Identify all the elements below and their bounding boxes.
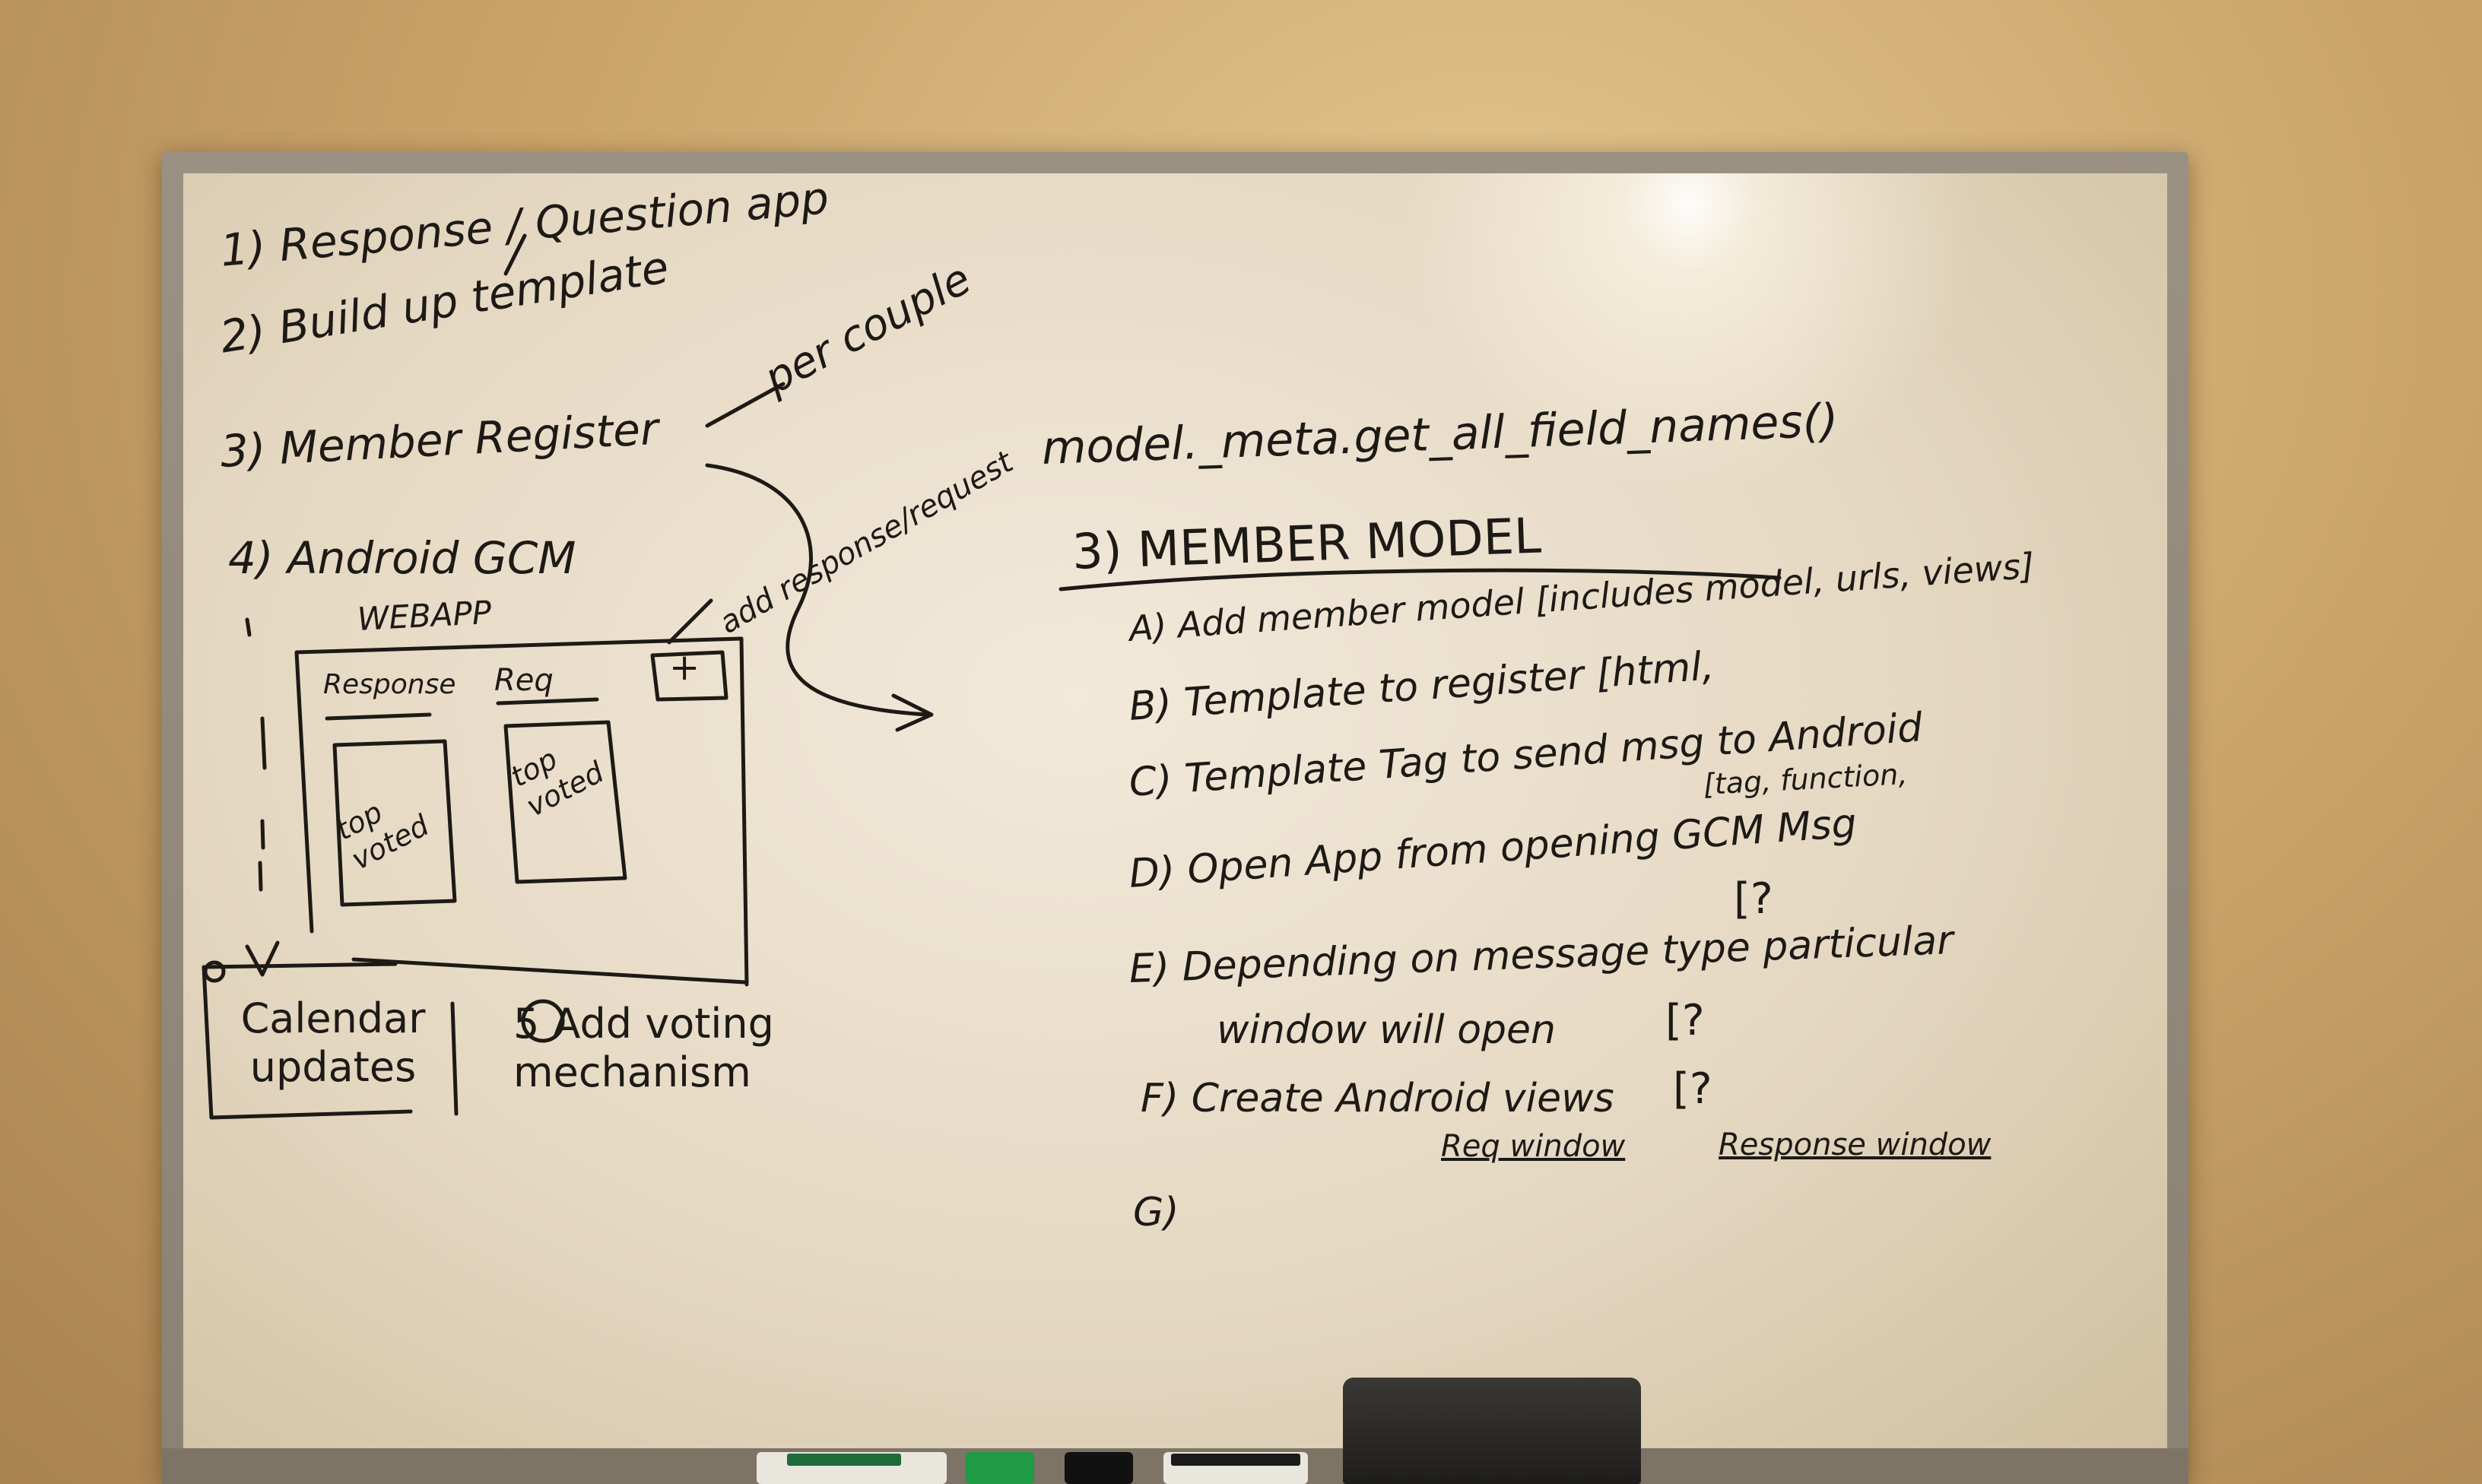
item-f-note: [?	[1673, 1064, 1712, 1114]
register-arrow	[705, 463, 934, 732]
add-note-connector	[667, 598, 713, 645]
left-marks	[245, 617, 267, 892]
tab-underline-response	[325, 712, 432, 721]
item-4-android-gcm: 4) Android GCM	[228, 532, 576, 584]
marker-expo	[1163, 1452, 1308, 1484]
eraser	[1343, 1378, 1641, 1484]
plus-box	[650, 650, 728, 702]
item-g: G)	[1133, 1190, 1179, 1235]
slash-stroke	[503, 233, 527, 276]
calendar-box	[202, 962, 459, 1120]
marker-black	[1065, 1452, 1133, 1484]
webapp-tab-req: Req	[494, 663, 554, 698]
tiny-o	[203, 960, 226, 983]
item-e-note: [?	[1665, 996, 1705, 1045]
check-mark	[245, 940, 280, 977]
five-circle	[521, 999, 565, 1043]
item-f-sub-response-window: Response window	[1719, 1127, 1992, 1162]
calendar-updates: Calendar updates	[240, 994, 426, 1091]
item-d-note: [?	[1734, 874, 1773, 924]
card2-outline	[503, 720, 627, 884]
webapp-tab-response: Response	[323, 669, 456, 700]
marker-green-cap	[757, 1452, 947, 1484]
tab-underline-req	[496, 697, 599, 706]
webapp-box	[294, 636, 749, 987]
heading-underline	[1058, 568, 1782, 591]
item-f-sub-req-window: Req window	[1441, 1129, 1626, 1164]
card1-outline	[332, 739, 457, 907]
item-f: F) Create Android views	[1141, 1076, 1614, 1121]
item-e-line2: window will open	[1217, 1007, 1556, 1053]
per-couple-connector	[705, 382, 786, 428]
marker-green	[966, 1452, 1034, 1484]
